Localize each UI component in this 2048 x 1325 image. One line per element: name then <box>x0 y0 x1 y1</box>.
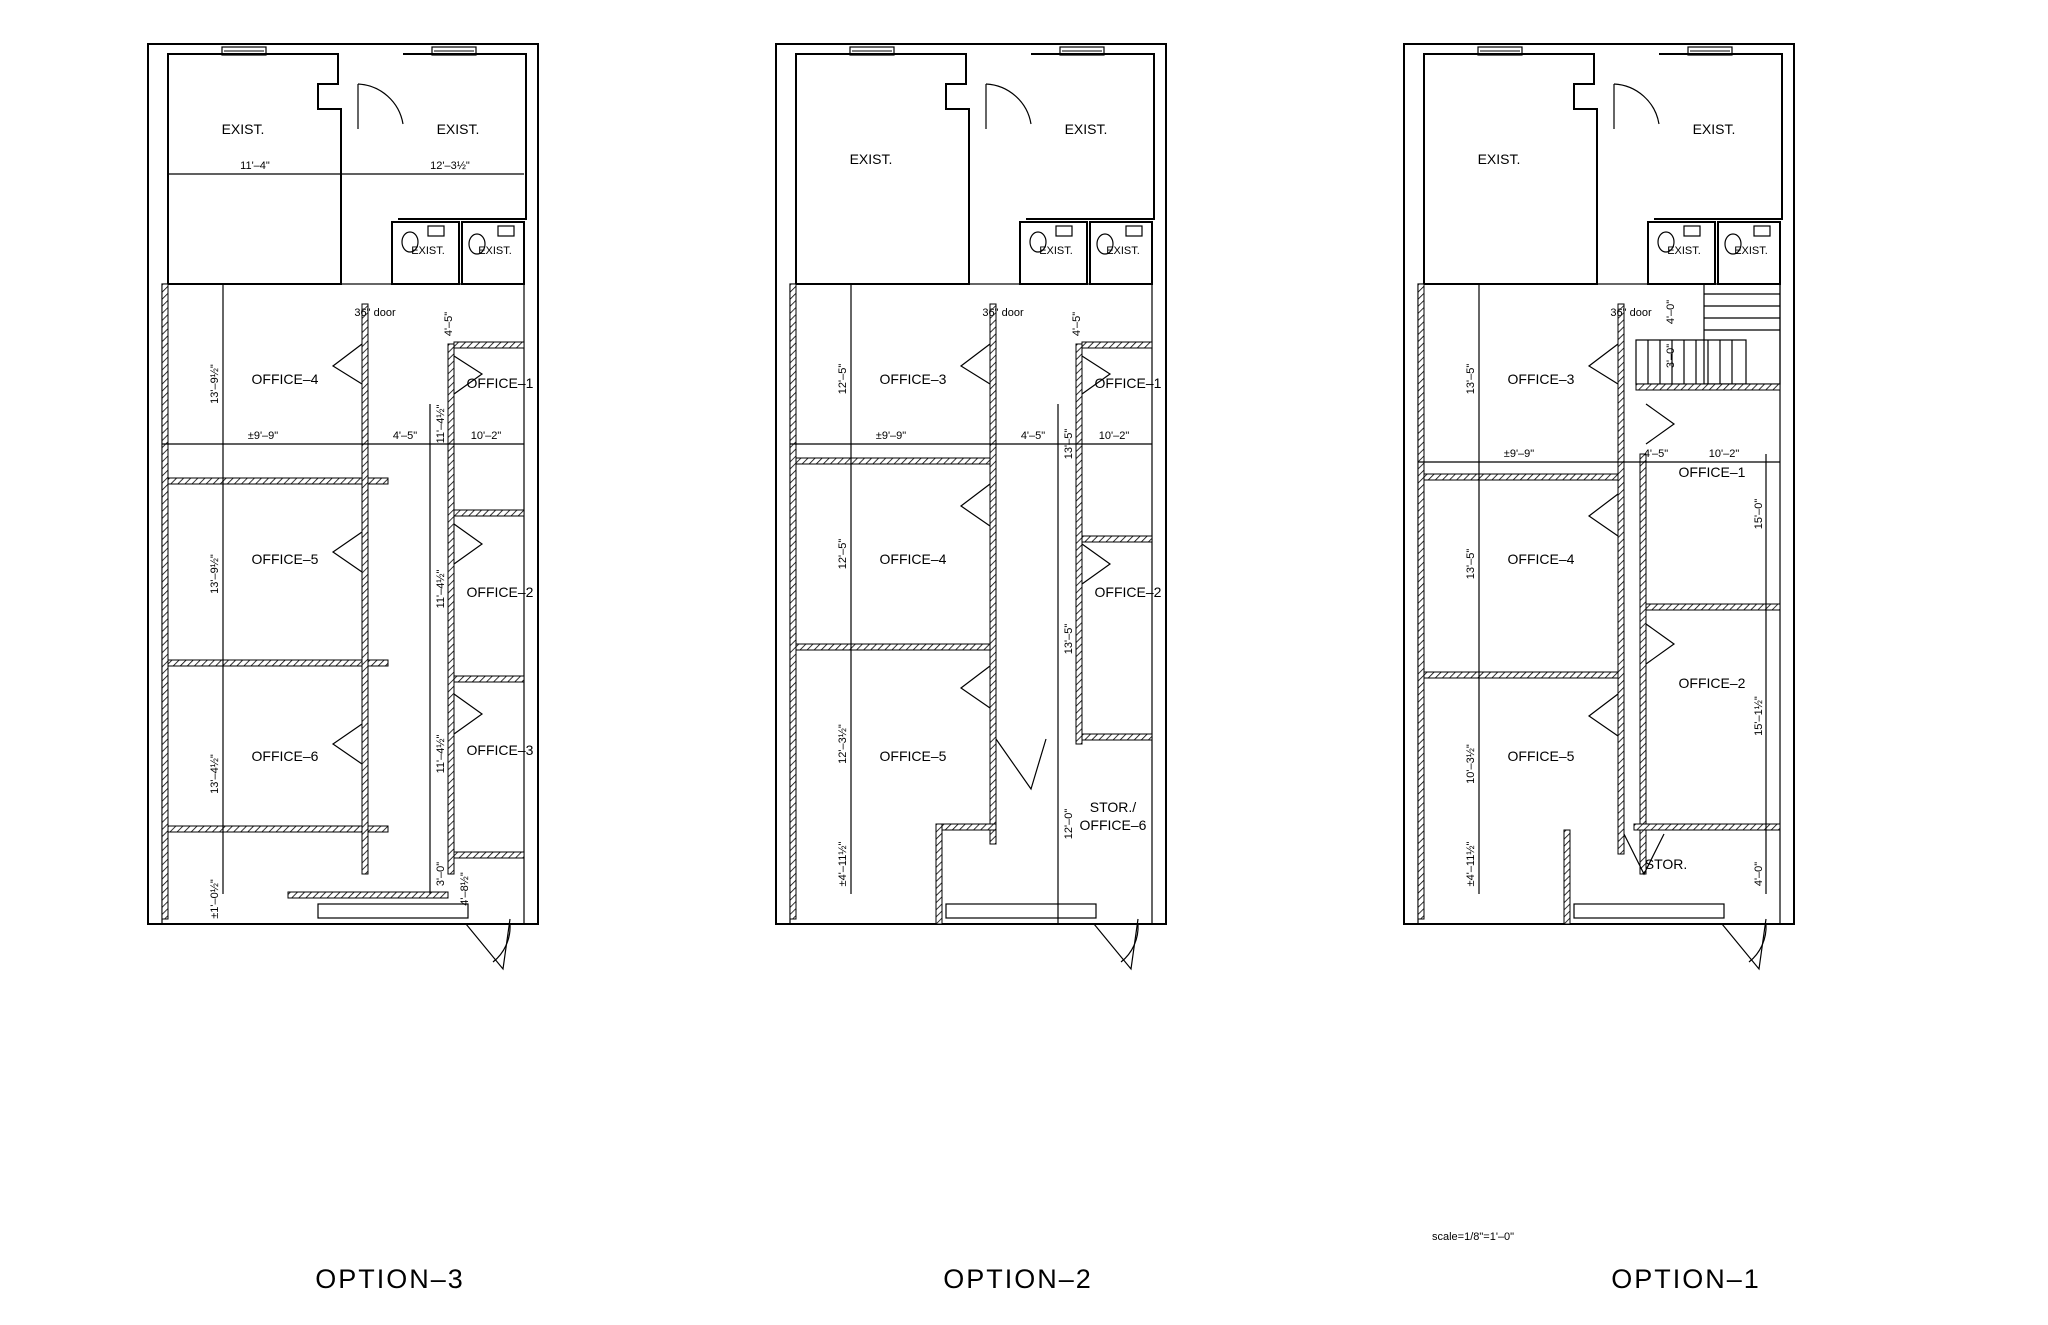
dimension-label: 13'–9½" <box>209 364 221 404</box>
dimension-label: 4'–8½" <box>459 872 471 906</box>
option-title: OPTION–2 <box>943 1264 1093 1294</box>
dimension-label: 11'–4½" <box>435 404 447 443</box>
dimension-label: 11'–4" <box>240 160 270 172</box>
door-note: 36" door <box>982 307 1024 319</box>
dimension-label: 3'–0" <box>435 862 447 886</box>
dimension-label: 15'–1½" <box>1753 696 1765 736</box>
room-label: EXIST. <box>478 245 512 257</box>
dimension-label: 4'–0" <box>1753 862 1765 886</box>
room-label: OFFICE–1 <box>1679 464 1746 480</box>
room-label: OFFICE–1 <box>1095 375 1162 391</box>
room-label: OFFICE–4 <box>252 371 319 387</box>
room-label: EXIST. <box>1065 121 1108 137</box>
option-title: OPTION–3 <box>315 1264 465 1294</box>
room-label: STOR. <box>1645 856 1688 872</box>
room-label: OFFICE–2 <box>1095 584 1162 600</box>
dimension-label: 10'–2" <box>471 430 502 442</box>
dimension-label: 13'–5" <box>1465 549 1477 580</box>
dimension-label: ±9'–9" <box>876 430 906 442</box>
dimension-label: 13'–5" <box>1063 624 1075 655</box>
dimension-label: 12'–3½" <box>430 160 470 172</box>
room-label: OFFICE–2 <box>467 584 534 600</box>
dimension-label: 4'–5" <box>393 430 417 442</box>
scale-note: scale=1/8"=1'–0" <box>1432 1231 1514 1243</box>
dimension-label: 15'–0" <box>1753 499 1765 530</box>
door-note: 36" door <box>354 307 396 319</box>
dimension-label: 10'–2" <box>1099 430 1130 442</box>
room-label: EXIST. <box>1734 245 1768 257</box>
dimension-label: ±9'–9" <box>1504 448 1534 460</box>
room-label: OFFICE–6 <box>1080 817 1147 833</box>
room-label: EXIST. <box>1039 245 1073 257</box>
dimension-label: 10'–2" <box>1709 448 1740 460</box>
room-label: EXIST. <box>222 121 265 137</box>
plan-option-3: EXIST. EXIST. EXIST. EXIST. OFFICE–4 OFF… <box>147 43 539 970</box>
room-label: EXIST. <box>850 151 893 167</box>
dimension-label: 4'–5" <box>1021 430 1045 442</box>
room-label: OFFICE–4 <box>1508 551 1575 567</box>
dimension-label: 12'–3½" <box>837 724 849 764</box>
dimension-label: 12'–5" <box>837 539 849 570</box>
dimension-label: 3'–0" <box>1665 344 1677 368</box>
room-label: EXIST. <box>1667 245 1701 257</box>
dimension-label: 4'–0" <box>1665 300 1677 324</box>
dimension-label: 11'–4½" <box>435 569 447 608</box>
dimension-label: 13'–5" <box>1063 429 1075 460</box>
dimension-label: 11'–4½" <box>435 734 447 773</box>
dimension-label: ±1'–0½" <box>209 879 221 919</box>
dimension-label: 13'–5" <box>1465 364 1477 395</box>
room-label: OFFICE–3 <box>1508 371 1575 387</box>
room-label: OFFICE–5 <box>880 748 947 764</box>
room-label: OFFICE–3 <box>880 371 947 387</box>
room-label: EXIST. <box>411 245 445 257</box>
dimension-label: 4'–5" <box>1644 448 1668 460</box>
room-label: OFFICE–5 <box>252 551 319 567</box>
dimension-label: 4'–5" <box>1071 312 1083 336</box>
dimension-label: 4'–5" <box>443 312 455 336</box>
room-label: STOR./ <box>1090 799 1137 815</box>
dimension-label: 13'–4½" <box>209 754 221 794</box>
option-title: OPTION–1 <box>1611 1264 1761 1294</box>
room-label: OFFICE–6 <box>252 748 319 764</box>
dimension-label: 12'–0" <box>1063 809 1075 840</box>
room-label: OFFICE–3 <box>467 742 534 758</box>
dimension-label: 12'–5" <box>837 364 849 395</box>
dimension-label: 10'–3½" <box>1465 744 1477 784</box>
room-label: EXIST. <box>1106 245 1140 257</box>
room-label: OFFICE–2 <box>1679 675 1746 691</box>
dimension-label: ±4'–11½" <box>1465 841 1477 886</box>
door-note: 36" door <box>1610 307 1652 319</box>
room-label: OFFICE–1 <box>467 375 534 391</box>
plan-option-2: EXIST. EXIST. EXIST. EXIST. OFFICE–3 OFF… <box>775 43 1167 970</box>
dimension-label: ±9'–9" <box>248 430 278 442</box>
room-label: OFFICE–4 <box>880 551 947 567</box>
room-label: EXIST. <box>1478 151 1521 167</box>
plan-option-1: EXIST. EXIST. EXIST. EXIST. OFFICE–3 OFF… <box>1403 43 1795 970</box>
room-label: EXIST. <box>437 121 480 137</box>
room-label: OFFICE–5 <box>1508 748 1575 764</box>
dimension-label: 13'–9½" <box>209 554 221 594</box>
dimension-label: ±4'–11½" <box>837 841 849 886</box>
room-label: EXIST. <box>1693 121 1736 137</box>
